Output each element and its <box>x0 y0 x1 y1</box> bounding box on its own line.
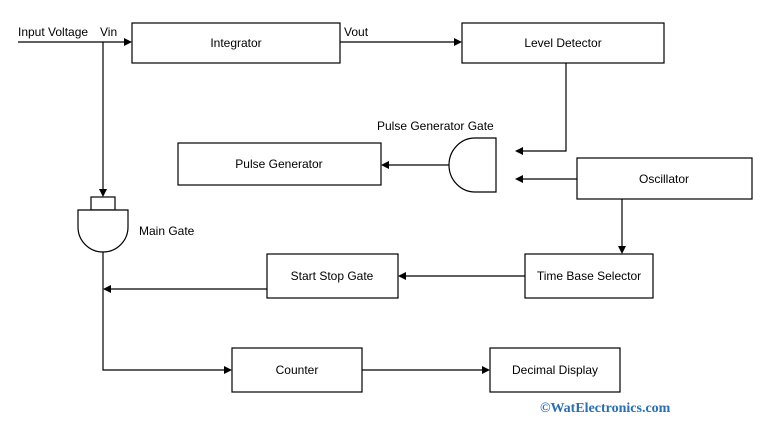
vin-to-main-gate-wire <box>99 42 107 197</box>
input-wire <box>18 38 132 46</box>
oscillator-block: Oscillator <box>576 157 753 200</box>
start-stop-to-main-wire <box>103 285 267 293</box>
start-stop-gate-block: Start Stop Gate <box>266 253 399 299</box>
pulse-generator-block: Pulse Generator <box>177 142 382 186</box>
pulse-generator-gate <box>448 137 497 193</box>
time-base-selector-label: Time Base Selector <box>537 269 641 283</box>
input-voltage-label: Input Voltage <box>18 25 88 39</box>
pulse-generator-gate-label: Pulse Generator Gate <box>377 119 494 133</box>
time-base-to-start-stop-wire <box>398 272 525 280</box>
watermark: ©WatElectronics.com <box>540 401 671 416</box>
start-stop-gate-label: Start Stop Gate <box>291 269 374 283</box>
integrator-label: Integrator <box>210 36 261 50</box>
main-gate-label: Main Gate <box>139 224 195 238</box>
oscillator-to-time-base-wire <box>618 199 626 254</box>
oscillator-label: Oscillator <box>639 172 689 186</box>
main-gate <box>77 196 129 253</box>
vin-label: Vin <box>100 25 117 39</box>
level-detector-block: Level Detector <box>461 22 665 64</box>
vout-wire <box>340 38 462 46</box>
counter-block: Counter <box>231 347 363 393</box>
pulse-generator-label: Pulse Generator <box>235 157 322 171</box>
level-detector-to-gate-wire <box>515 63 567 155</box>
main-gate-to-counter-wire <box>102 252 232 374</box>
level-detector-label: Level Detector <box>524 36 601 50</box>
counter-label: Counter <box>276 363 319 377</box>
counter-to-display-wire <box>362 366 490 374</box>
time-base-selector-block: Time Base Selector <box>524 253 654 299</box>
vout-label: Vout <box>344 25 369 39</box>
gate-to-pulse-generator-wire <box>381 161 449 169</box>
decimal-display-label: Decimal Display <box>512 363 598 377</box>
oscillator-to-gate-wire <box>515 175 577 183</box>
decimal-display-block: Decimal Display <box>489 347 621 393</box>
integrator-block: Integrator <box>131 22 341 64</box>
